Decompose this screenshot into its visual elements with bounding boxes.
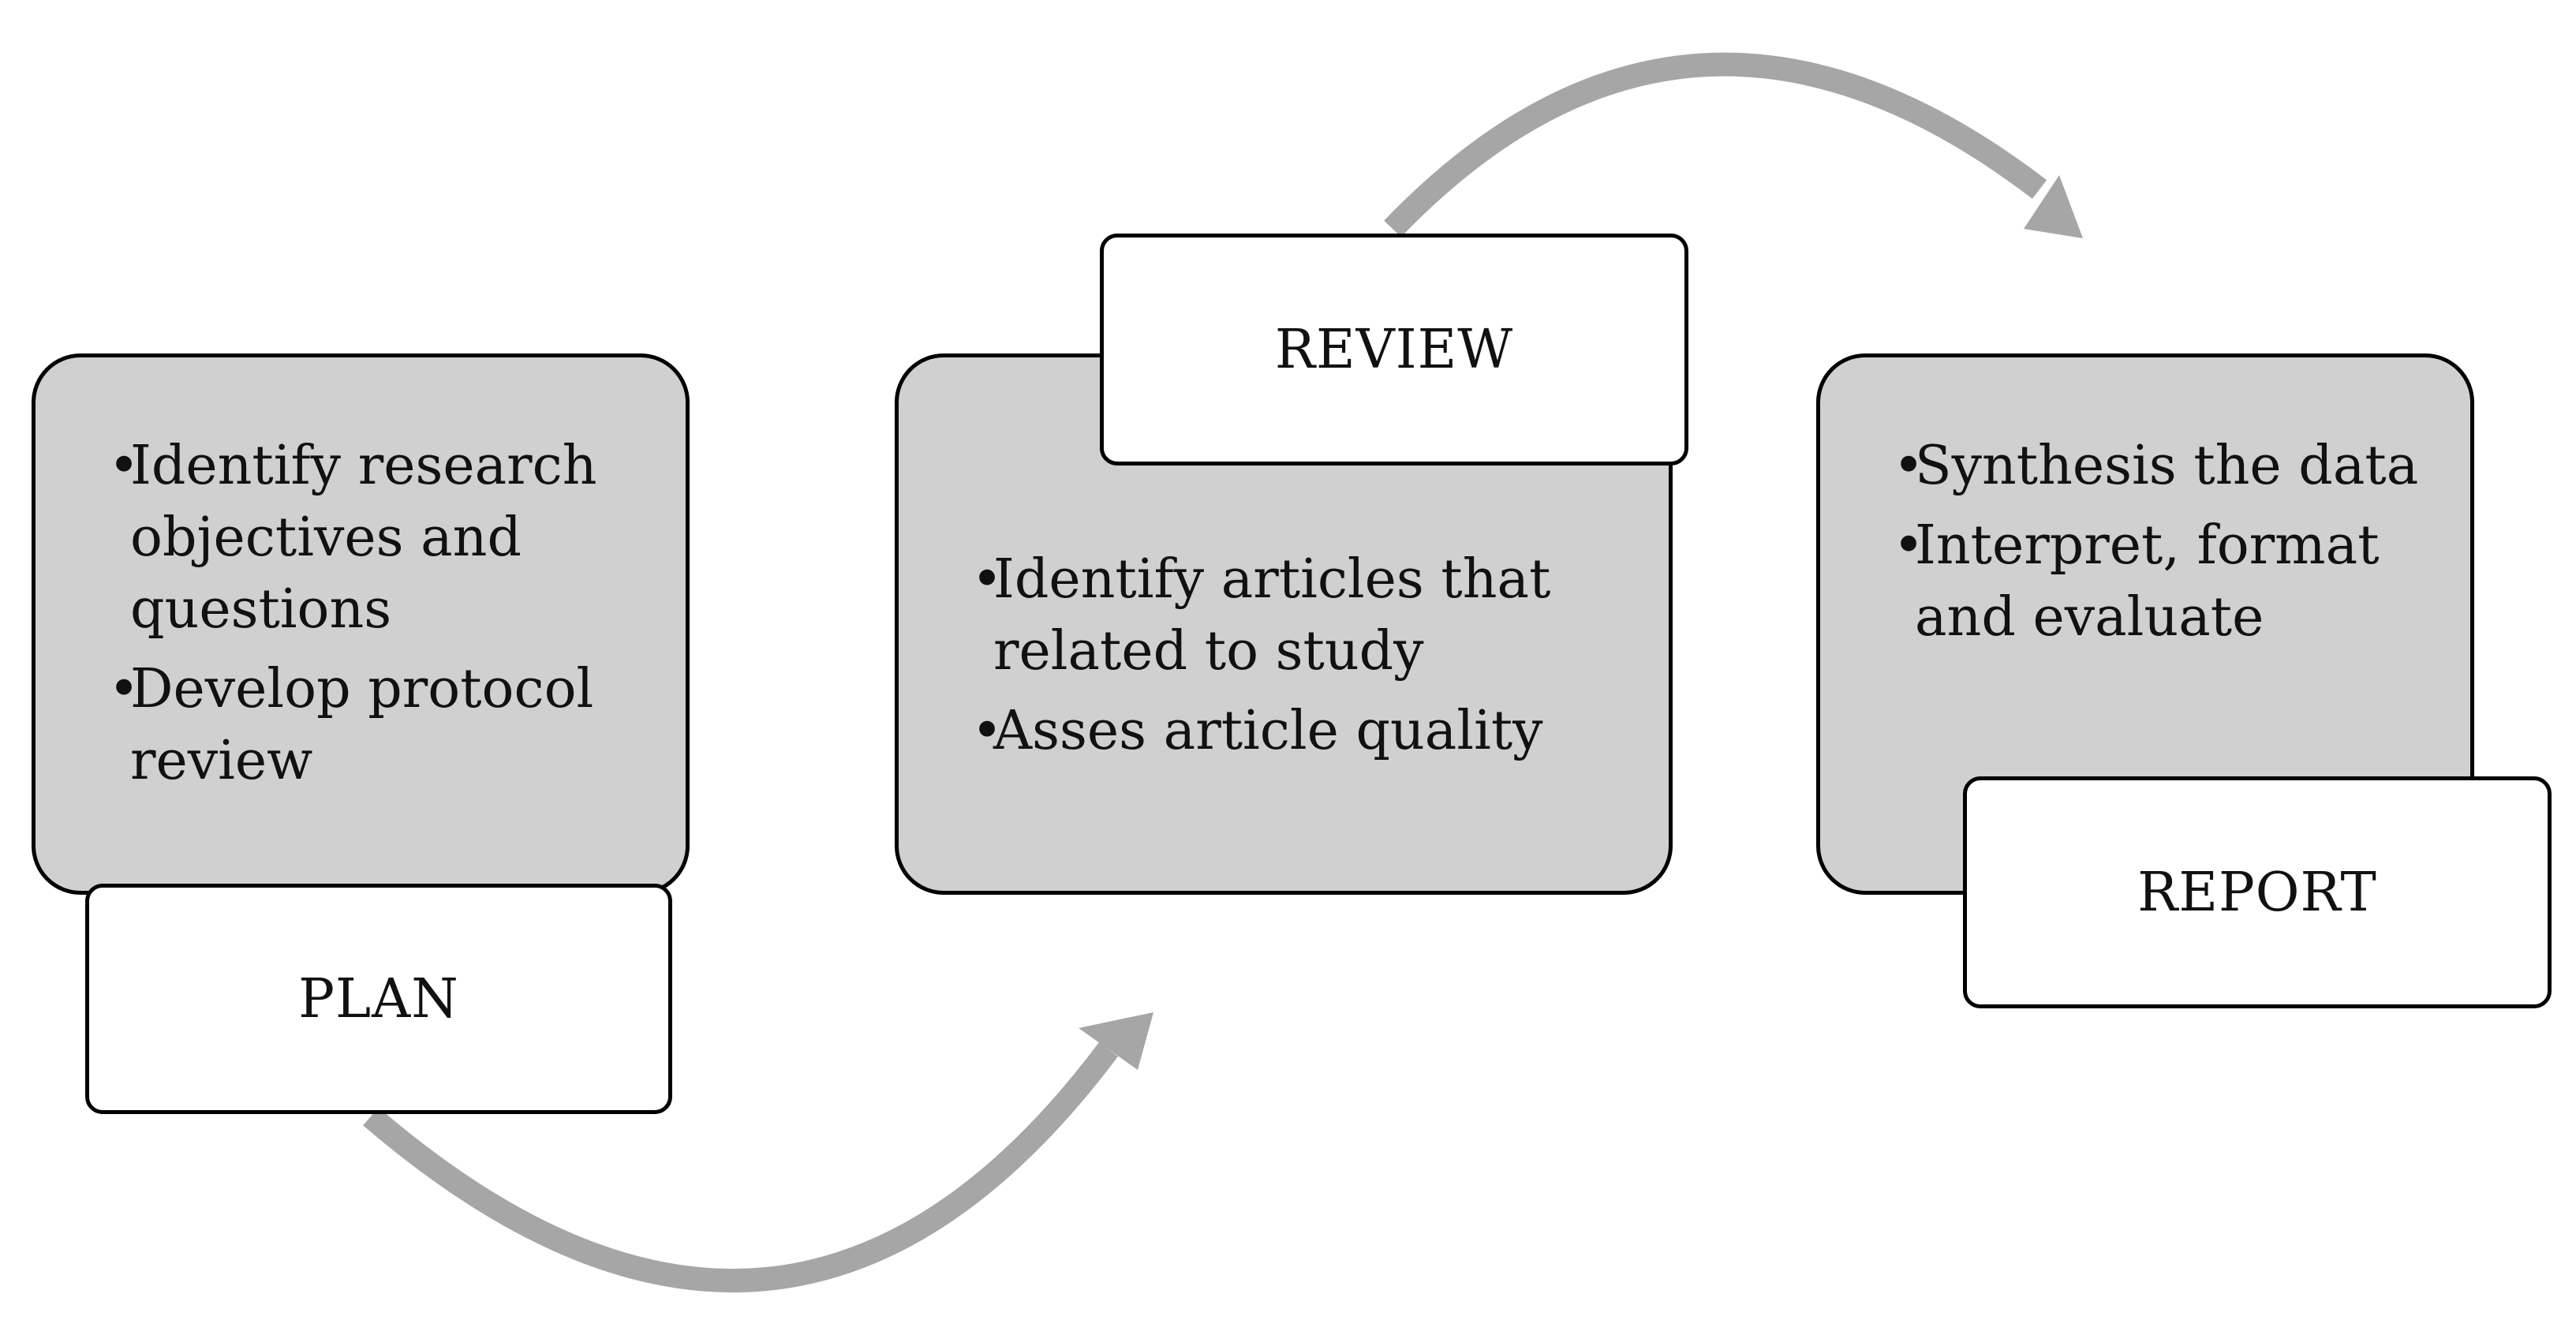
report-bullet-list: Synthesis the data Interpret, format and… — [1893, 430, 2461, 661]
plan-bullet: Develop protocol review — [108, 653, 676, 797]
plan-card: Identify research objectives and questio… — [32, 353, 690, 895]
report-bullet: Interpret, format and evaluate — [1893, 510, 2461, 653]
review-bullet: Asses article quality — [971, 695, 1650, 767]
plan-to-review-arrowhead — [1079, 1012, 1153, 1070]
report-label-box: REPORT — [1963, 776, 2552, 1008]
plan-label: PLAN — [298, 967, 459, 1030]
plan-label-box: PLAN — [85, 884, 672, 1114]
plan-bullet: Identify research objectives and questio… — [108, 430, 676, 645]
plan-to-review-arrow — [363, 1041, 1118, 1292]
review-to-report-arrow — [1384, 52, 2047, 237]
report-label: REPORT — [2137, 861, 2377, 924]
plan-bullet-list: Identify research objectives and questio… — [108, 430, 676, 805]
review-label: REVIEW — [1274, 318, 1514, 381]
review-bullet: Identify articles that related to study — [971, 544, 1650, 687]
review-to-report-arrowhead — [2024, 175, 2083, 238]
report-bullet: Synthesis the data — [1893, 430, 2461, 502]
review-bullet-list: Identify articles that related to study … — [971, 544, 1650, 775]
review-label-box: REVIEW — [1100, 234, 1688, 466]
